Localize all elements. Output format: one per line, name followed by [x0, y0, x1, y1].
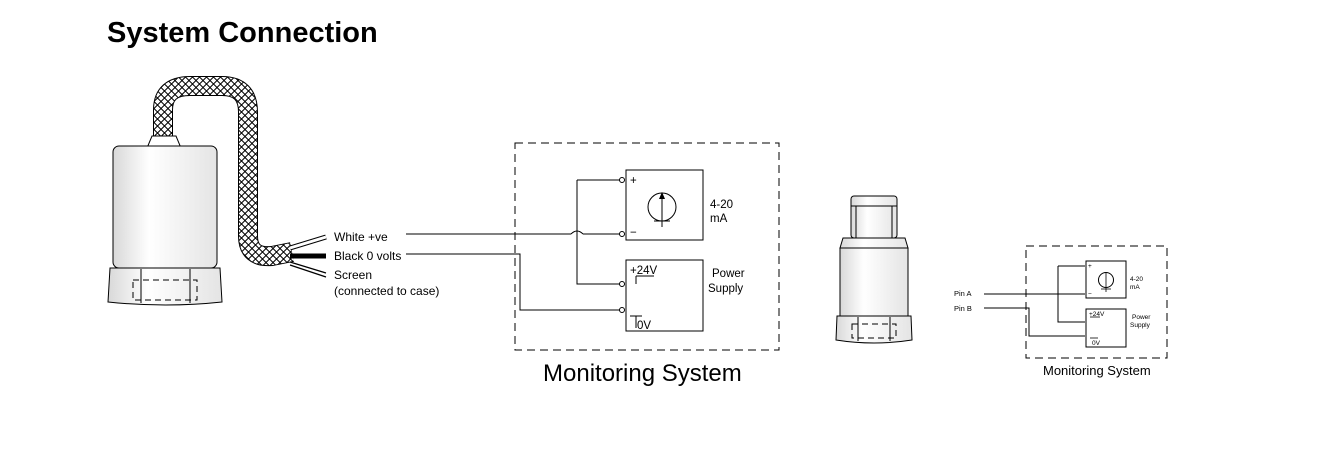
- cable-sensor-drawing: [107, 76, 327, 306]
- meter-label-right-line2: mA: [1130, 284, 1140, 291]
- connector-hex-base: [835, 315, 913, 344]
- power-supply-label-line2: Supply: [708, 283, 743, 295]
- power-supply-positive: +24V: [630, 265, 658, 277]
- black-wire-label: Black 0 volts: [334, 249, 401, 263]
- sensor-hex-base: [107, 267, 223, 306]
- page-title: System Connection: [107, 17, 378, 49]
- power-supply-label-line1: Power: [712, 268, 745, 280]
- monitoring-system-right: Pin A Pin B + − 4-20 mA +24V 0V Power Su…: [954, 245, 1168, 359]
- power-supply-box: [625, 259, 704, 332]
- meter-plus: +: [630, 175, 637, 187]
- pin-b-wire: [984, 307, 1085, 337]
- monitoring-system-boundary: [514, 142, 780, 351]
- screen-wire-label: Screen: [334, 268, 372, 282]
- connector-sensor-drawing: [835, 195, 913, 344]
- power-supply-negative: 0V: [637, 320, 651, 332]
- meter-label-right-line1: 4-20: [1130, 276, 1143, 283]
- connector-body: [839, 247, 909, 317]
- pin-b-label: Pin B: [954, 304, 972, 313]
- monitoring-system-left: + − 4-20 mA +24V 0V Power Supply: [406, 142, 780, 351]
- monitoring-system-label-left: Monitoring System: [543, 360, 742, 387]
- power-supply-label-right-line1: Power: [1132, 314, 1151, 321]
- screen-wire-note: (connected to case): [334, 284, 439, 298]
- power-supply-positive-right: +24V: [1089, 311, 1105, 318]
- sensor-body: [112, 145, 218, 269]
- monitoring-system-boundary-right: [1025, 245, 1168, 359]
- power-supply-negative-right: 0V: [1092, 340, 1101, 347]
- power-supply-box-right: [1085, 308, 1127, 348]
- monitoring-system-label-right: Monitoring System: [1043, 363, 1151, 378]
- negative-wire: [406, 253, 622, 311]
- meter-minus-right: −: [1088, 291, 1092, 298]
- pin-a-label: Pin A: [954, 289, 972, 298]
- meter-label-line1: 4-20: [710, 199, 733, 211]
- connector-top: [850, 195, 898, 239]
- link-wire: [576, 180, 622, 285]
- meter-plus-right: +: [1088, 263, 1092, 270]
- screen-wire-tail: [289, 261, 327, 274]
- meter-label-line2: mA: [710, 213, 728, 225]
- meter-minus: −: [630, 227, 637, 239]
- power-supply-label-right-line2: Supply: [1130, 322, 1151, 329]
- white-wire-label: White +ve: [334, 230, 388, 244]
